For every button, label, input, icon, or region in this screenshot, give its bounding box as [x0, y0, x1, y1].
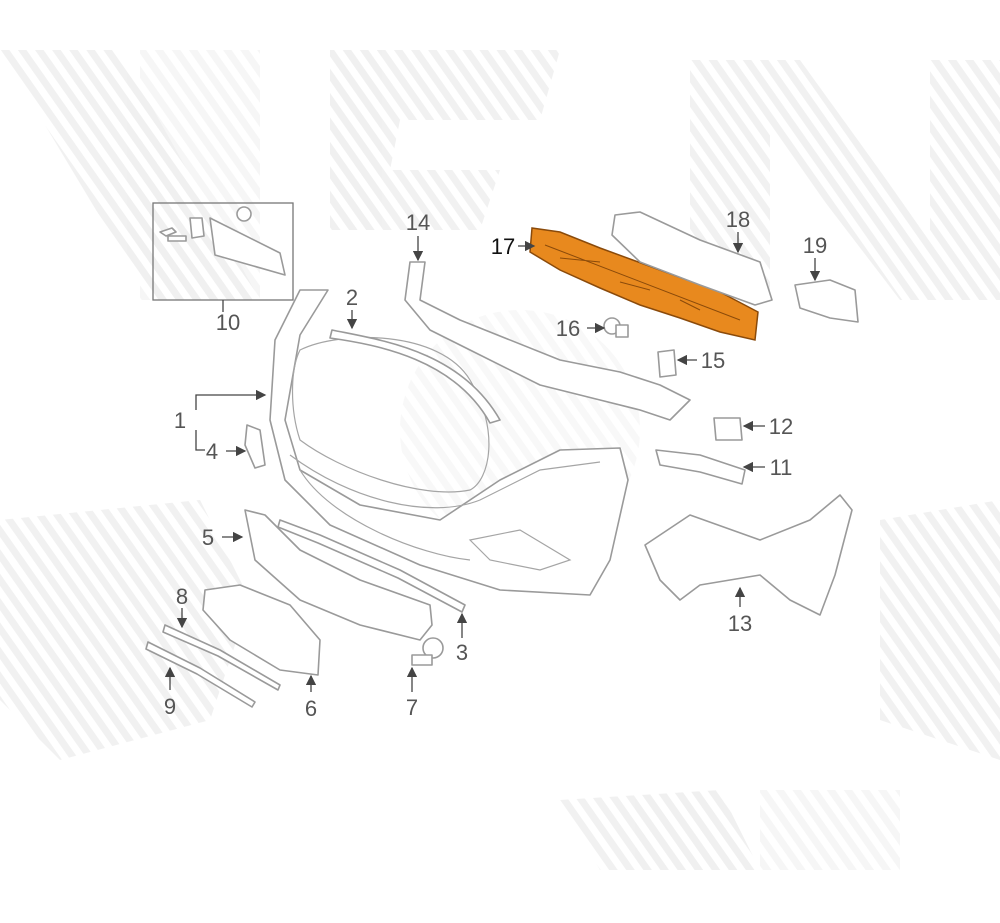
part-2-trim-strip[interactable] [329, 329, 501, 424]
part-13-side-bracket[interactable] [644, 494, 853, 616]
callout-10: 10 [216, 310, 240, 335]
callout-7: 7 [406, 695, 418, 720]
part-7-bolt[interactable] [411, 637, 444, 666]
callout-12: 12 [769, 414, 793, 439]
part-12-clip[interactable] [713, 417, 743, 441]
part-16-bolt[interactable] [603, 317, 629, 338]
leader-lines [164, 232, 821, 692]
part-17-energy-absorber[interactable] [529, 227, 759, 341]
callout-labels: 10 14 2 17 18 19 16 15 1 4 12 11 5 13 8 … [164, 207, 827, 721]
part-10-kit[interactable] [152, 202, 294, 312]
part-1-bumper-cover[interactable] [269, 289, 629, 596]
part-8-strip[interactable] [162, 624, 281, 691]
callout-13: 13 [728, 611, 752, 636]
callout-9: 9 [164, 694, 176, 719]
callout-14: 14 [406, 210, 430, 235]
part-11-bracket[interactable] [655, 449, 746, 485]
watermark [0, 50, 1000, 870]
part-6-grille[interactable] [202, 584, 321, 676]
callout-19: 19 [803, 233, 827, 258]
part-3-trim[interactable] [277, 519, 466, 613]
callout-4: 4 [206, 439, 218, 464]
part-18-bracket[interactable] [611, 211, 773, 306]
callout-5: 5 [202, 525, 214, 550]
callout-8: 8 [176, 584, 188, 609]
part-5-lower-grille[interactable] [244, 509, 433, 641]
callout-1: 1 [174, 408, 186, 433]
callout-18: 18 [726, 207, 750, 232]
callout-11: 11 [770, 455, 793, 480]
callout-15: 15 [701, 348, 725, 373]
callout-16: 16 [556, 316, 580, 341]
callout-2: 2 [346, 285, 358, 310]
callout-6: 6 [305, 696, 317, 721]
callout-3: 3 [456, 640, 468, 665]
part-19-bracket[interactable] [794, 279, 859, 323]
part-14-upper-support[interactable] [404, 261, 691, 421]
part-4-bracket[interactable] [244, 424, 266, 469]
callout-17: 17 [491, 234, 515, 259]
part-9-strip[interactable] [145, 641, 256, 708]
part-15-clip[interactable] [657, 349, 677, 378]
